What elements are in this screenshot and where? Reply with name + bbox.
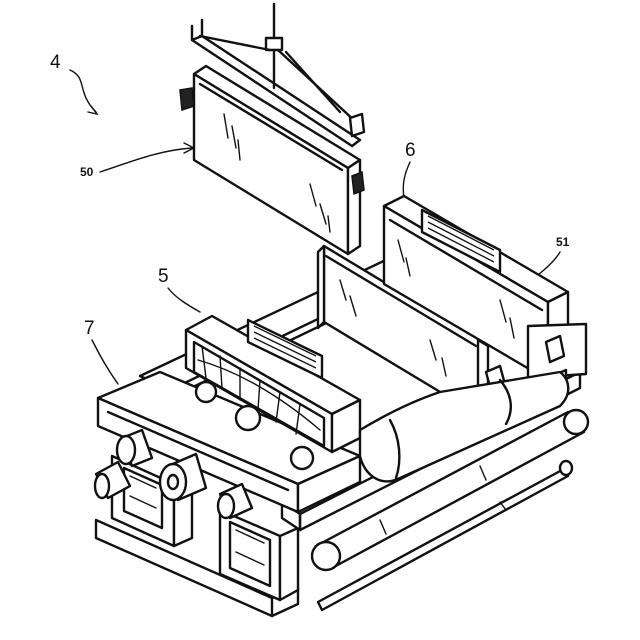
ref-label-4: 4 bbox=[50, 52, 61, 73]
ref-label-5: 5 bbox=[158, 266, 169, 287]
leader-50 bbox=[100, 148, 192, 172]
ref-label-50: 50 bbox=[80, 165, 94, 179]
leader-4 bbox=[70, 70, 96, 112]
ref-label-6: 6 bbox=[405, 140, 416, 161]
leader-4-arrowhead bbox=[88, 106, 97, 114]
roller-center bbox=[160, 454, 206, 500]
lifted-panel bbox=[180, 20, 364, 254]
ref-label-51: 51 bbox=[556, 235, 570, 249]
leader-5 bbox=[168, 288, 200, 312]
curved-hood bbox=[360, 372, 568, 481]
leader-7 bbox=[92, 340, 118, 384]
ref-label-7: 7 bbox=[84, 318, 95, 339]
leader-6 bbox=[403, 162, 410, 198]
